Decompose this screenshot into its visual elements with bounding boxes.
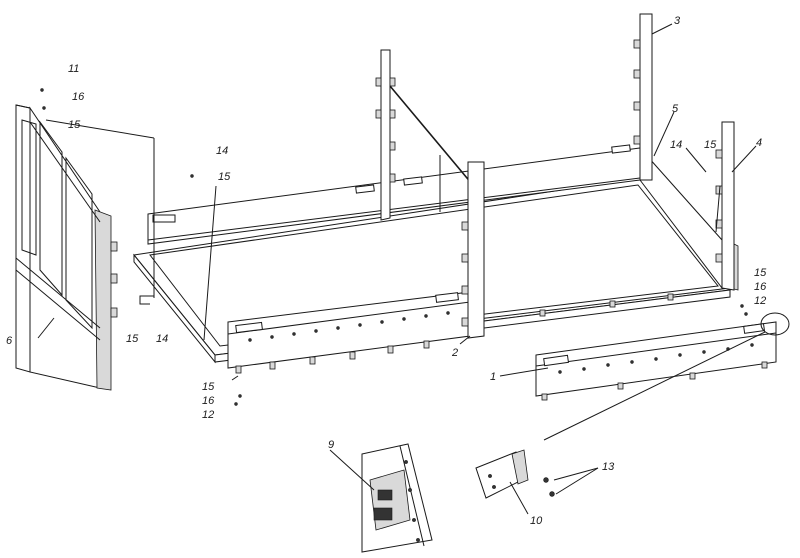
callout-16-right: 16 [754, 281, 767, 293]
callout-14-top: 14 [216, 145, 228, 157]
callout-1: 1 [490, 371, 496, 383]
callout-5: 5 [672, 103, 679, 115]
callout-11: 11 [68, 63, 79, 75]
callout-14-right: 14 [670, 139, 682, 151]
callout-12-left: 12 [202, 409, 214, 421]
side-board-1 [535, 312, 790, 441]
callout-2: 2 [451, 347, 458, 359]
front-panel-6 [15, 104, 118, 391]
callout-14-left: 14 [156, 333, 168, 345]
callout-13: 13 [602, 461, 615, 473]
callout-9: 9 [328, 439, 334, 451]
callout-15-top: 15 [218, 171, 231, 183]
post-2 [461, 161, 485, 339]
callout-15-bottom: 15 [202, 381, 215, 393]
callout-16-bottom: 16 [202, 395, 215, 407]
post-3 [633, 13, 653, 181]
hinge-bracket-10 [475, 449, 529, 499]
callout-12-right: 12 [754, 295, 766, 307]
fastener-dots [40, 88, 748, 406]
callout-3: 3 [674, 15, 681, 27]
callout-10: 10 [530, 515, 543, 527]
detail-inset-9 [361, 443, 433, 553]
callout-15-right: 15 [754, 267, 767, 279]
leader-lines [37, 23, 757, 515]
callout-15-upright: 15 [704, 139, 717, 151]
callout-labels: 1 2 3 4 5 6 9 10 11 12 12 13 14 14 14 15… [6, 15, 767, 527]
callout-16-top: 16 [72, 91, 85, 103]
callout-15-topleft: 15 [68, 119, 81, 131]
callout-15-left: 15 [126, 333, 139, 345]
post-rear-left [375, 49, 473, 221]
callout-6: 6 [6, 335, 13, 347]
callout-4: 4 [756, 137, 762, 149]
bolts-13 [543, 477, 555, 497]
post-4 [715, 121, 735, 291]
